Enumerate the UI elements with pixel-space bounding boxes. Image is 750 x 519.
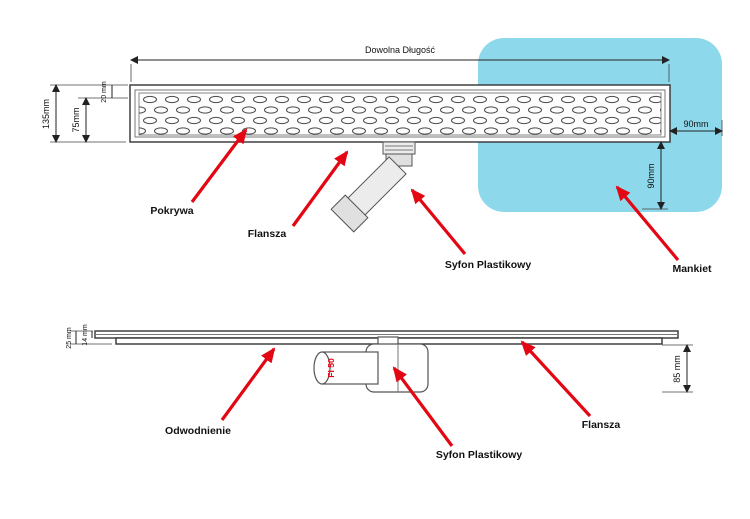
dim-90v-label: 90mm [646, 163, 656, 188]
syfon-top-arrow [410, 188, 467, 256]
drain-channel-top [129, 84, 671, 143]
channel-inner-frame [134, 89, 666, 138]
syfon-bottom-label: Syfon Plastikowy [436, 449, 523, 461]
callouts-top: Pokrywa Flansza Syfon Plastikowy Mankiet [150, 128, 712, 275]
dim-14-label: 14 mm [82, 324, 89, 346]
dim-14: 14 mm [82, 324, 93, 346]
callouts-bottom: Odwodnienie Syfon Plastikowy Flansza [165, 340, 621, 461]
dim-135: 135mm [41, 84, 128, 143]
siphon-pipe-end-cap [313, 351, 331, 385]
dim-length: Dowolna Długość [130, 45, 670, 82]
dim-75: 75mm [71, 97, 128, 143]
mankiet-label: Mankiet [672, 263, 712, 275]
dim-length-label: Dowolna Długość [365, 45, 436, 55]
dim-25-label: 25 mm [66, 327, 73, 349]
dim-85-label: 85 mm [672, 355, 682, 383]
pipe-diameter-label: FI 50 [326, 358, 336, 378]
pokrywa-arrow [190, 128, 248, 203]
flansza-top-arrow [291, 150, 349, 227]
dim-25: 25 mm [66, 327, 112, 349]
dim-75-label: 75mm [71, 107, 81, 132]
dim-20-label: 20 mm [101, 81, 108, 103]
flansza-top-label: Flansza [248, 228, 287, 240]
mankiet-arrow [615, 185, 680, 262]
grate-perforation-pattern [139, 93, 661, 135]
siphon-tube-end-cap [330, 194, 369, 233]
pokrywa-label: Pokrywa [150, 205, 193, 217]
flansza-bottom-label: Flansza [582, 419, 621, 431]
flansza-bottom-arrow [520, 340, 592, 418]
dim-20: 20 mm [101, 81, 113, 103]
odwodnienie-label: Odwodnienie [165, 425, 231, 437]
odwodnienie-arrow [220, 347, 276, 421]
siphon-side-view: FI 50 [313, 336, 429, 393]
syfon-top-label: Syfon Plastikowy [445, 259, 532, 271]
siphon-top-view [330, 141, 416, 233]
siphon-outlet-pipe [321, 351, 379, 385]
dim-135-label: 135mm [41, 99, 51, 129]
dim-85: 85 mm [662, 344, 693, 393]
siphon-threaded-collar [382, 141, 416, 155]
dim-90h-label: 90mm [683, 119, 708, 129]
dim-90-horizontal: 90mm [669, 119, 723, 136]
syfon-bottom-arrow [392, 366, 454, 447]
dim-90-vertical: 90mm [642, 141, 668, 210]
